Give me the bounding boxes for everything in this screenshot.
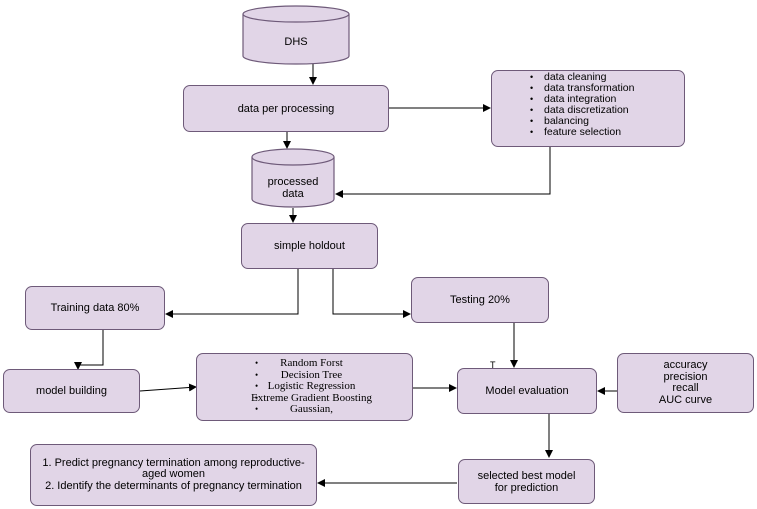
list-item: Logistic Regression [237,381,372,393]
dhs-database: DHS [242,5,350,65]
processed-data-label-line1: processed [267,176,319,188]
list-item: data transformation [530,83,634,95]
metric-item: recall [672,382,699,394]
training-data-box: Training data 80% [25,286,165,330]
outcomes-box: 1. Predict pregnancy termination among r… [30,444,317,506]
list-item: feature selection [530,127,634,139]
holdout-label: simple holdout [274,240,345,252]
model-evaluation-label: Model evaluation [485,385,569,397]
list-item: 2. Identify the determinants of pregnanc… [45,479,302,492]
preprocessing-steps-box: data cleaning data transformation data i… [491,70,685,147]
list-item: Random Forst [237,358,372,370]
models-box: Random Forst Decision Tree Logistic Regr… [196,353,413,421]
testing-data-label: Testing 20% [450,294,510,306]
training-data-label: Training data 80% [50,302,140,314]
list-item: Gaussian, [237,404,372,416]
arrow-steps-to-processed [335,147,551,198]
metric-item: accuracy [663,359,708,371]
metric-item: AUC curve [658,393,713,406]
holdout-box: simple holdout [241,223,378,269]
preprocessing-steps-list: data cleaning data transformation data i… [530,72,634,139]
list-item: data cleaning [530,72,634,84]
best-model-label-line2: for prediction [494,481,559,494]
model-building-label: model building [36,385,107,397]
testing-data-box: Testing 20% [411,277,549,323]
list-item: Extreme Gradient Boosting [237,392,372,405]
list-item: data integration [530,94,634,106]
list-item: 1. Predict pregnancy termination among r… [42,456,305,481]
list-item: Decision Tree [237,369,372,382]
arrow-holdout-to-testing [332,269,411,318]
dhs-label: DHS [284,36,308,48]
arrow-model-building-to-models [139,383,197,392]
metric-item: precision [663,370,708,383]
preprocessing-label: data per processing [237,102,335,115]
processed-data-database: processed data [251,148,335,208]
best-model-box: selected best model for prediction [458,459,595,504]
metrics-box: accuracy precision recall AUC curve [617,353,754,413]
best-model-label-line1: selected best model [477,469,576,482]
model-building-box: model building [3,369,140,413]
models-list: Random Forst Decision Tree Logistic Regr… [237,358,372,416]
list-item: balancing [530,116,634,128]
outcomes-list: 1. Predict pregnancy termination among r… [37,456,310,493]
processed-data-label-line2: data [282,188,304,200]
arrow-training-to-model-building [74,330,104,370]
preprocessing-box: data per processing [183,85,389,132]
stray-mark: T [490,360,496,370]
arrow-holdout-to-training [165,269,299,318]
list-item: data discretization [530,105,634,117]
model-evaluation-box: Model evaluation [457,368,597,414]
